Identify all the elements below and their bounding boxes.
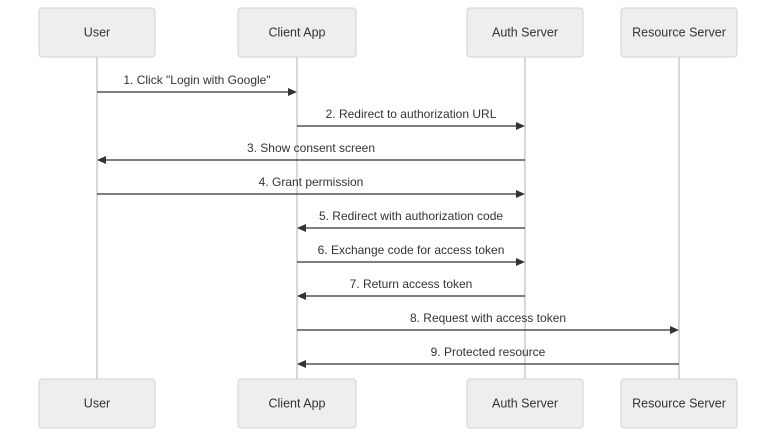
message-label: 7. Return access token xyxy=(350,277,473,291)
arrowhead xyxy=(297,292,306,300)
message-2: 2. Redirect to authorization URL xyxy=(297,107,525,130)
participant-label: User xyxy=(84,397,110,411)
arrowhead xyxy=(516,258,525,266)
participant-resource-top: Resource Server xyxy=(620,7,738,58)
participant-user-top: User xyxy=(38,7,156,58)
message-6: 6. Exchange code for access token xyxy=(297,243,525,266)
participant-user-bottom: User xyxy=(38,378,156,429)
arrowhead xyxy=(516,190,525,198)
participant-resource-bottom: Resource Server xyxy=(620,378,738,429)
message-label: 2. Redirect to authorization URL xyxy=(326,107,497,121)
participant-box xyxy=(466,378,584,429)
arrowhead xyxy=(516,122,525,130)
message-1: 1. Click "Login with Google" xyxy=(97,73,297,96)
arrowhead xyxy=(297,360,306,368)
message-7: 7. Return access token xyxy=(297,277,525,300)
participant-label: Client App xyxy=(269,26,326,40)
message-9: 9. Protected resource xyxy=(297,345,679,368)
participant-box xyxy=(237,7,357,58)
arrowhead xyxy=(97,156,106,164)
participant-box xyxy=(237,378,357,429)
arrowhead xyxy=(288,88,297,96)
message-label: 6. Exchange code for access token xyxy=(318,243,505,257)
participant-label: User xyxy=(84,26,110,40)
arrowhead xyxy=(670,326,679,334)
arrowhead xyxy=(297,224,306,232)
participant-box xyxy=(38,7,156,58)
participant-label: Resource Server xyxy=(632,26,726,40)
participant-label: Auth Server xyxy=(492,26,558,40)
message-label: 1. Click "Login with Google" xyxy=(123,73,270,87)
lifelines xyxy=(96,57,680,379)
participant-box xyxy=(620,378,738,429)
message-label: 5. Redirect with authorization code xyxy=(319,209,503,223)
messages: 1. Click "Login with Google" 2. Redirect … xyxy=(97,73,679,368)
message-label: 8. Request with access token xyxy=(410,311,566,325)
participant-label: Client App xyxy=(269,397,326,411)
participant-box xyxy=(466,7,584,58)
participant-auth-bottom: Auth Server xyxy=(466,378,584,429)
message-4: 4. Grant permission xyxy=(97,175,525,198)
participant-box xyxy=(620,7,738,58)
participant-auth-top: Auth Server xyxy=(466,7,584,58)
participant-client-top: Client App xyxy=(237,7,357,58)
message-label: 4. Grant permission xyxy=(259,175,364,189)
message-8: 8. Request with access token xyxy=(297,311,679,334)
participant-client-bottom: Client App xyxy=(237,378,357,429)
message-5: 5. Redirect with authorization code xyxy=(297,209,525,232)
message-label: 3. Show consent screen xyxy=(247,141,375,155)
participant-label: Auth Server xyxy=(492,397,558,411)
message-3: 3. Show consent screen xyxy=(97,141,525,164)
participant-label: Resource Server xyxy=(632,397,726,411)
message-label: 9. Protected resource xyxy=(431,345,546,359)
participant-box xyxy=(38,378,156,429)
